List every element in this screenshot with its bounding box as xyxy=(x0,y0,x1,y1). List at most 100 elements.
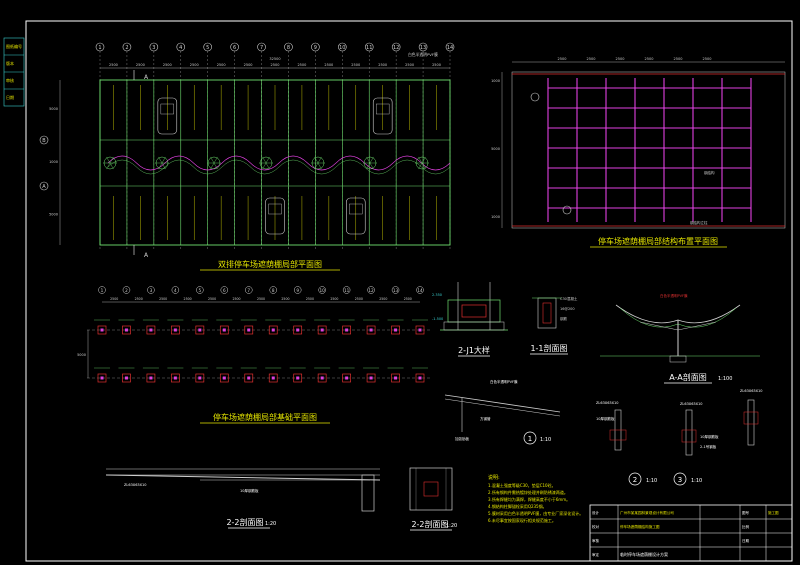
section-2-2b-scale: 1:20 xyxy=(446,523,457,529)
svg-text:1:10: 1:10 xyxy=(540,437,551,443)
detail1-membrane: 白色半透明PVF膜 xyxy=(490,379,518,384)
detail-2j1: 2.350 -1.500 xyxy=(432,282,508,331)
structure-bay-dim: 2500 xyxy=(674,57,683,61)
structure-note-2: 钢结构立柱 xyxy=(690,220,708,225)
side-dim: 5000 xyxy=(49,213,58,217)
structure-bay-dim: 2500 xyxy=(703,57,712,61)
tree-branch xyxy=(314,162,319,170)
column-base xyxy=(222,328,226,332)
svg-text:ZL63X63X10: ZL63X63X10 xyxy=(740,389,763,393)
column-base xyxy=(369,328,373,332)
foundation-axis-label-10: 10 xyxy=(319,288,325,293)
footing xyxy=(122,325,131,335)
footing xyxy=(317,373,327,383)
axis-label-12: 12 xyxy=(393,45,399,51)
general-notes: 说明: 1.混凝土强度等级C30，垫层C10砼。 2.所有钢构件需热镀锌处理并刷… xyxy=(488,474,583,523)
foundation-axis-label-11: 11 xyxy=(344,288,350,293)
column-base xyxy=(369,376,373,380)
foundation-bay-dim: 2500 xyxy=(306,297,314,301)
plan-bay-dim: 2500 xyxy=(432,63,441,67)
foundation-bay-dim: 2500 xyxy=(404,297,412,301)
strip-label-3: 审核 xyxy=(6,77,14,83)
foundation-axis-bubble-1 xyxy=(98,286,106,294)
structure-outline xyxy=(511,71,786,229)
footing xyxy=(171,373,180,383)
tree-branch xyxy=(106,156,111,164)
structure-bay-dim: 2500 xyxy=(558,57,567,61)
footing xyxy=(366,373,376,383)
column-base xyxy=(149,376,153,380)
section-1-1-title: 1-1剖面图 xyxy=(530,343,567,353)
detail-2-marker xyxy=(628,472,642,486)
axis-label-14: 14 xyxy=(447,45,453,51)
aa-membrane-note: 白色半透明PVF膜 xyxy=(660,293,688,298)
foundation-axis-label-2: 2 xyxy=(125,288,128,293)
tree-branch xyxy=(366,156,371,164)
structure-bay-dim: 2500 xyxy=(587,57,596,61)
footing xyxy=(415,325,425,335)
foundation-axis-bubble-12 xyxy=(367,286,375,294)
foundation-axis-bubble-4 xyxy=(171,286,180,294)
plan-bay-dim: 2500 xyxy=(297,63,306,67)
plan-layout-title: 双排停车场遮荫棚局部平面图 xyxy=(218,259,322,269)
foundation-axis-label-13: 13 xyxy=(393,288,399,293)
svg-text:设计: 设计 xyxy=(592,510,600,515)
detail-1-marker xyxy=(523,431,537,445)
column-base xyxy=(198,328,202,332)
plan-total-dim: 32500 xyxy=(269,57,280,61)
svg-text:2-1号钢板: 2-1号钢板 xyxy=(700,444,717,449)
foundation-axis-bubble-3 xyxy=(147,286,155,294)
plan-bay-dim: 2500 xyxy=(351,63,360,67)
side-dim: 1000 xyxy=(49,160,58,164)
row-bubble-a xyxy=(39,181,49,191)
svg-text:比例: 比例 xyxy=(742,524,750,529)
structure-bay-dim: 2500 xyxy=(616,57,625,61)
plan-bay-dim: 2500 xyxy=(378,63,387,67)
car-outline xyxy=(265,197,285,235)
foundation-axis-bubble-10 xyxy=(318,286,326,294)
svg-text:审核: 审核 xyxy=(592,538,600,543)
tree-branch xyxy=(262,156,267,164)
footing xyxy=(415,373,425,383)
axis-label-4: 4 xyxy=(179,45,182,51)
foundation-axis-bubble-9 xyxy=(293,286,302,294)
tree-branch xyxy=(262,162,267,170)
section-aa-title: A-A剖面图 xyxy=(669,372,706,382)
svg-text:1:10: 1:10 xyxy=(691,478,702,484)
column-base xyxy=(124,328,128,332)
column-base xyxy=(418,328,422,332)
note-line-6: 6.未尽事宜按国家现行相关规范施工。 xyxy=(488,517,556,523)
tree-branch xyxy=(106,162,111,170)
structure-side-dim: 5000 xyxy=(491,147,500,151)
footing xyxy=(219,325,229,335)
foundation-axis-label-6: 6 xyxy=(223,288,226,293)
footing xyxy=(391,373,400,383)
svg-text:图号: 图号 xyxy=(742,510,750,515)
row-bubble-b xyxy=(39,135,49,145)
column-base xyxy=(222,376,226,380)
plan-bay-dim: 2500 xyxy=(271,63,280,67)
svg-text:3: 3 xyxy=(678,476,682,484)
car-outline xyxy=(372,97,393,135)
axis-label-13: 13 xyxy=(420,45,426,51)
planting-curve-2 xyxy=(107,159,451,175)
foundation-bay-dim: 2500 xyxy=(184,297,192,301)
svg-text:2.350: 2.350 xyxy=(432,293,442,297)
svg-text:-1.500: -1.500 xyxy=(432,317,443,321)
notes-title: 说明: xyxy=(488,474,500,481)
foundation-bay-dim: 2500 xyxy=(110,297,118,301)
foundation-axis-bubble-13 xyxy=(391,286,400,294)
column-base xyxy=(296,328,300,332)
footing xyxy=(97,373,107,383)
svg-text:16@200: 16@200 xyxy=(560,307,575,311)
foundation-axis-bubble-14 xyxy=(416,286,424,294)
column-base xyxy=(345,376,349,380)
plan-bay-dim: 2500 xyxy=(109,63,118,67)
tree-branch xyxy=(421,156,426,164)
footing xyxy=(391,325,400,335)
structure-bubble xyxy=(562,205,572,215)
foundation-bay-dim: 2500 xyxy=(159,297,167,301)
car-windshield xyxy=(160,103,174,115)
